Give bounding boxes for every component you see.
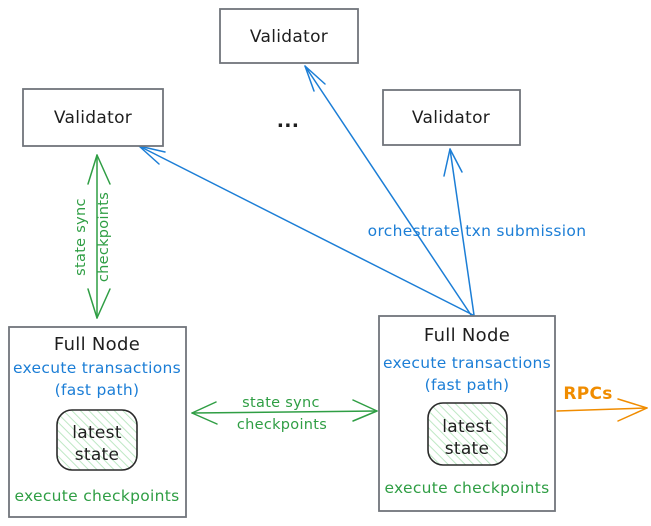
orchestrate-txn-label: orchestrate txn submission [368,222,587,240]
full-node-right-state: state [445,439,490,459]
state-sync-horizontal-label-line2: checkpoints [237,417,327,433]
validator-left-box [22,88,164,147]
orchestrate-arrow-to-right-validator [443,148,475,316]
full-node-left-title: Full Node [54,334,140,355]
full-node-right-fast-path: (fast path) [425,376,510,394]
full-node-right-execute-checkpoints: execute checkpoints [384,479,549,497]
validators-ellipsis: ... [277,110,300,132]
full-node-left-state: state [75,445,120,465]
state-sync-vertical-label-line2: checkpoints [96,192,112,282]
rpcs-label: RPCs [563,384,612,404]
validator-right-label: Validator [412,108,490,128]
full-node-left-latest: latest [72,423,122,443]
state-sync-vertical-label-line1: state sync [73,198,89,276]
validator-top-label: Validator [250,27,328,47]
full-node-right-execute-transactions: execute transactions [383,354,551,372]
validator-left-label: Validator [54,108,132,128]
full-node-right-latest: latest [442,417,492,437]
state-sync-horizontal-label-line1: state sync [242,395,320,411]
validator-top-box [219,8,359,64]
full-node-left-execute-checkpoints: execute checkpoints [14,487,179,505]
validator-right-box [382,89,521,146]
orchestrate-arrow-to-top-validator [304,65,472,316]
rpcs-arrow [556,398,648,422]
full-node-right-title: Full Node [424,325,510,346]
full-node-left-execute-transactions: execute transactions [13,359,181,377]
full-node-left-latest-state-box [56,409,138,471]
state-sync-horizontal-arrow [191,399,378,425]
full-node-right-latest-state-box [427,402,508,466]
full-node-left-fast-path: (fast path) [55,381,140,399]
state-sync-vertical-arrow [87,154,111,319]
